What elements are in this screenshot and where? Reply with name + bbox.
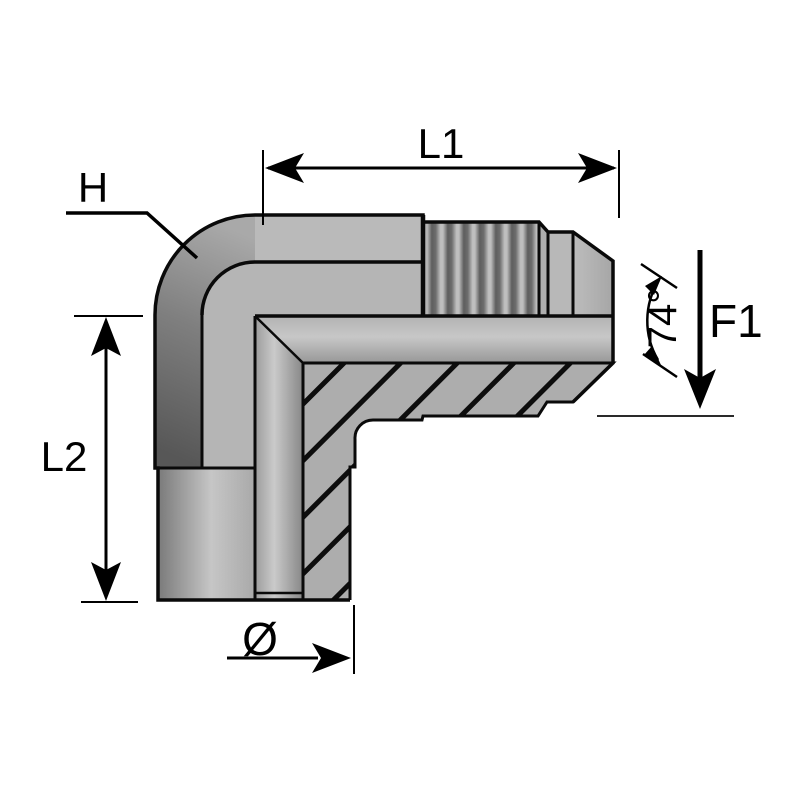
female-port-body [158, 468, 255, 600]
flare-angle-label: 74° [641, 288, 685, 349]
silhouette-outline [153, 213, 615, 602]
h-label: H [78, 164, 108, 211]
l1-arrow-left [265, 153, 304, 183]
diameter-arrow [312, 643, 351, 673]
hatch-lines [303, 363, 613, 600]
nose-facet-1 [539, 222, 548, 316]
l2-arrow-top [91, 317, 121, 356]
diameter-label: Ø [242, 613, 278, 665]
hatch-outline [303, 361, 617, 600]
outer-wall-band [155, 215, 255, 468]
l1-label: L1 [418, 120, 465, 167]
leader-h: H [66, 164, 199, 260]
l1-arrow-right [578, 153, 617, 183]
dimension-l2: L2 [41, 315, 143, 603]
f1-label: F1 [709, 295, 763, 347]
l2-arrow-bottom [91, 562, 121, 601]
vertical-bore [255, 316, 303, 600]
angle-arrow-top [645, 276, 662, 295]
dimension-diameter: Ø [227, 605, 355, 674]
f1-arrow [684, 369, 716, 409]
horizontal-bore-band [255, 316, 613, 363]
l2-label: L2 [41, 433, 88, 480]
nose-facet-2 [548, 232, 573, 316]
angle-arrow-bottom [644, 346, 661, 365]
part-edge-lines [153, 213, 617, 602]
thread-section [427, 222, 539, 316]
fitting-part [153, 213, 617, 602]
arm-upper-band [255, 216, 423, 262]
flare-angle-annotation: 74° [640, 262, 685, 379]
flare-face [573, 232, 613, 316]
dimension-l1: L1 [262, 120, 620, 225]
dimension-f1: F1 [597, 250, 763, 417]
